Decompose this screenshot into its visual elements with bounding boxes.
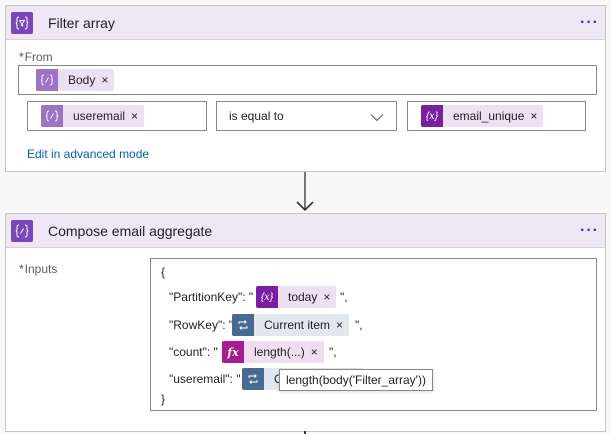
compose-title: Compose email aggregate: [48, 223, 213, 239]
remove-token-icon[interactable]: ×: [336, 318, 344, 332]
right-operand-field[interactable]: {x} email_unique ×: [407, 101, 586, 131]
bottom-connector: [304, 431, 306, 434]
email-unique-token[interactable]: {x} email_unique ×: [421, 105, 544, 127]
left-operand-field[interactable]: useremail ×: [27, 101, 207, 131]
compose-header[interactable]: Compose email aggregate ···: [6, 214, 605, 248]
chevron-down-icon: [370, 111, 384, 125]
function-icon: fx: [222, 341, 244, 363]
code-braces-icon: [36, 69, 58, 91]
remove-token-icon[interactable]: ×: [310, 345, 318, 359]
body-token[interactable]: Body ×: [36, 69, 115, 91]
partitionkey-end: ",: [340, 290, 348, 304]
operator-dropdown[interactable]: is equal to: [216, 101, 397, 131]
inputs-label: *Inputs: [19, 262, 58, 276]
partitionkey-key: "PartitionKey": ": [169, 290, 254, 304]
filter-icon: [11, 12, 33, 34]
current-item-token[interactable]: Current item ×: [232, 314, 350, 336]
filter-array-card: Filter array ··· *From Body × useremail …: [5, 5, 606, 172]
code-braces-icon: [11, 220, 33, 242]
remove-token-icon[interactable]: ×: [101, 73, 109, 87]
variable-icon: {x}: [256, 286, 278, 308]
count-key: "count": ": [169, 345, 218, 359]
expression-tooltip: length(body('Filter_array')): [279, 369, 433, 391]
today-token[interactable]: {x} today ×: [256, 286, 337, 308]
compose-card: Compose email aggregate ··· *Inputs { "P…: [5, 213, 606, 432]
remove-token-icon[interactable]: ×: [131, 109, 139, 123]
edit-advanced-mode-link[interactable]: Edit in advanced mode: [27, 147, 150, 161]
required-mark: *: [19, 262, 24, 276]
current-item-token-label: Current item: [264, 318, 331, 332]
remove-token-icon[interactable]: ×: [323, 290, 331, 304]
useremail-loop-token-label: C: [264, 368, 363, 390]
code-braces-icon: [41, 105, 63, 127]
open-brace: {: [161, 265, 166, 279]
useremail-key: "useremail": ": [169, 372, 241, 386]
filter-array-header[interactable]: Filter array ···: [6, 6, 605, 40]
from-label: *From: [19, 50, 53, 64]
from-field[interactable]: Body ×: [18, 65, 597, 95]
loop-icon: [242, 368, 264, 390]
length-token[interactable]: fx length(...) ×: [222, 341, 324, 363]
useremail-token-label: useremail: [73, 109, 126, 123]
length-token-label: length(...): [254, 345, 305, 359]
connector-arrow: [294, 172, 316, 214]
more-options-icon[interactable]: ···: [580, 14, 599, 31]
loop-icon: [232, 314, 254, 336]
rowkey-key: "RowKey": ": [169, 318, 234, 332]
required-mark: *: [19, 50, 24, 64]
body-token-label: Body: [68, 73, 96, 87]
rowkey-end: ",: [355, 318, 363, 332]
variable-icon: {x}: [421, 105, 443, 127]
filter-array-title: Filter array: [48, 15, 115, 31]
today-token-label: today: [288, 290, 318, 304]
close-brace: }: [161, 392, 166, 406]
operator-value: is equal to: [229, 109, 284, 123]
useremail-token[interactable]: useremail ×: [41, 105, 145, 127]
more-options-icon[interactable]: ···: [580, 222, 599, 239]
remove-token-icon[interactable]: ×: [530, 109, 538, 123]
count-end: ",: [329, 345, 337, 359]
email-unique-token-label: email_unique: [453, 109, 525, 123]
